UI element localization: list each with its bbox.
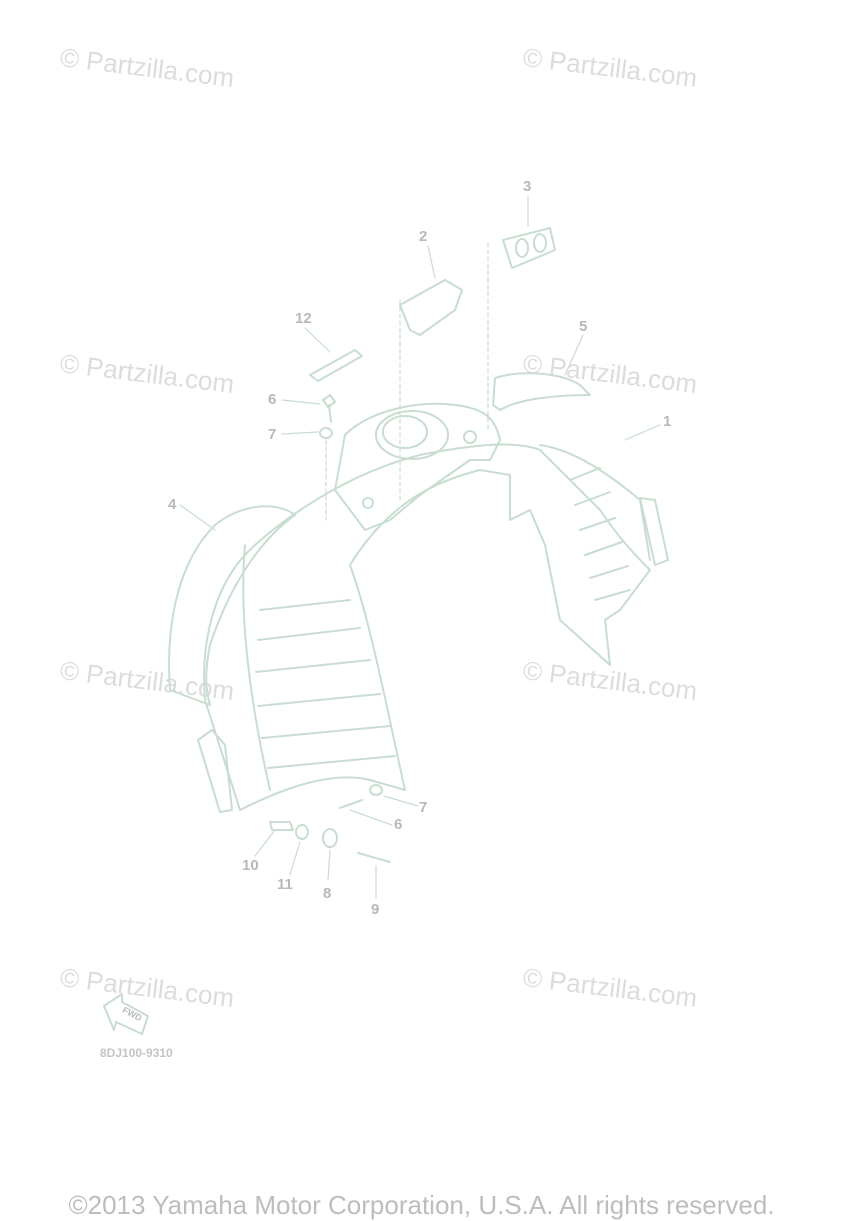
callout-9: 9: [371, 901, 380, 918]
meter-housing: [334, 402, 501, 531]
left-panel-ribs: [242, 544, 271, 791]
assembly-lines: [325, 242, 489, 521]
callout-5: 5: [579, 318, 588, 335]
nut-8: [322, 828, 338, 848]
grommet-7-top: [319, 427, 333, 439]
washer-11: [295, 824, 309, 840]
fwd-arrow-icon: [103, 993, 149, 1035]
callout-4: 4: [168, 496, 177, 513]
callout-3: 3: [523, 178, 532, 195]
emblem-2: [399, 279, 463, 336]
callout-10: 10: [242, 857, 259, 874]
callout-7-bottom: 7: [419, 799, 428, 816]
grommet-7-bottom: [369, 784, 383, 796]
collar-10: [269, 821, 294, 831]
meter-opening: [375, 410, 449, 460]
right-panel-ribs: [539, 444, 651, 561]
callout-6-bottom: 6: [394, 816, 403, 833]
left-side-cover: [168, 505, 296, 706]
callout-7-top: 7: [268, 426, 277, 443]
callout-8: 8: [323, 885, 332, 902]
leader-lines: [179, 195, 661, 899]
front-cover-outline: [203, 443, 651, 811]
right-side-cover: [492, 372, 591, 411]
screw-6-top: [322, 394, 336, 423]
bolt-9: [357, 852, 391, 863]
plate-3: [502, 227, 556, 269]
screw-6-bottom: [339, 799, 363, 809]
callout-12: 12: [295, 310, 312, 327]
callout-11: 11: [277, 876, 293, 893]
strip-12: [309, 349, 363, 382]
diagram-code: 8DJ100-9310: [100, 1046, 173, 1060]
callout-6-top: 6: [268, 391, 277, 408]
copyright-notice: ©2013 Yamaha Motor Corporation, U.S.A. A…: [68, 1190, 775, 1220]
callout-2: 2: [419, 228, 428, 245]
callout-1: 1: [663, 413, 672, 430]
